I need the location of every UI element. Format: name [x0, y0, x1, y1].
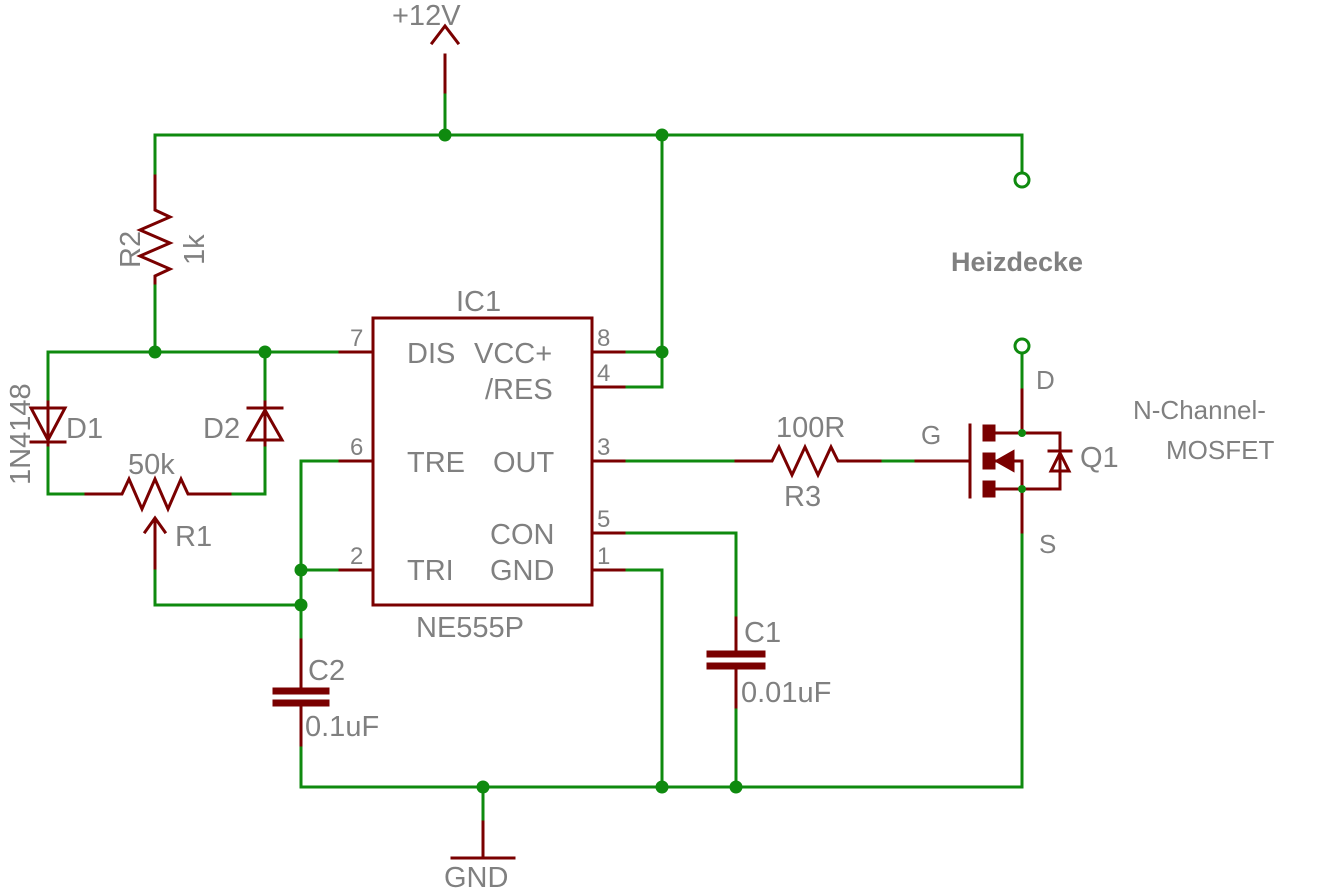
ic-ref: IC1: [456, 286, 501, 318]
r1-ref: R1: [175, 521, 212, 553]
ground-label: GND: [444, 862, 508, 889]
q1-mosfet: [914, 388, 1073, 534]
load-label: Heizdecke: [951, 247, 1083, 277]
r3-ref: R3: [784, 481, 821, 513]
pin-label-tri: TRI: [407, 555, 454, 587]
pin-label-gnd: GND: [490, 555, 554, 587]
q1-ref: Q1: [1080, 442, 1119, 474]
c1-value: 0.01uF: [741, 677, 831, 709]
supply-symbol: [429, 23, 461, 94]
pin-label-vcc: VCC+: [474, 338, 552, 370]
heizdecke-terminals: [1013, 171, 1031, 355]
supply-label: +12V: [392, 0, 461, 32]
d1-ref: D1: [66, 413, 103, 445]
wires: [46, 90, 1024, 824]
pin-number-3: 3: [597, 434, 610, 461]
ic-value: NE555P: [416, 612, 524, 644]
r2-resistor: [136, 174, 174, 285]
pin-number-6: 6: [350, 434, 363, 461]
pin-number-2: 2: [350, 543, 363, 570]
r1-value: 50k: [128, 449, 175, 481]
pin-number-7: 7: [350, 325, 363, 352]
pin-number-1: 1: [597, 543, 610, 570]
q1-drain-label: D: [1036, 365, 1055, 395]
d2-diode: [245, 400, 285, 447]
pin-label-res: /RES: [485, 374, 553, 406]
pin-label-out: OUT: [493, 447, 555, 479]
ne555-ic: [338, 316, 626, 607]
c2-ref: C2: [308, 655, 345, 687]
pin-label-con: CON: [490, 519, 554, 551]
c1-capacitor: [706, 616, 766, 709]
pin-label-tre: TRE: [407, 447, 465, 479]
c1-ref: C1: [744, 617, 781, 649]
pin-number-8: 8: [597, 325, 610, 352]
q1-type-line1: N-Channel-: [1133, 395, 1266, 425]
pin-number-5: 5: [597, 506, 610, 533]
d2-ref: D2: [203, 413, 240, 445]
r3-value: 100R: [776, 412, 845, 444]
pin-label-dis: DIS: [407, 338, 455, 370]
r2-value: 1k: [179, 234, 211, 265]
q1-type-line2: MOSFET: [1166, 435, 1274, 465]
c2-capacitor: [272, 638, 330, 747]
q1-gate-label: G: [921, 420, 941, 450]
d1-value: 1N4148: [5, 383, 37, 485]
r2-ref: R2: [115, 231, 147, 268]
d1-diode: [28, 400, 68, 447]
c2-value: 0.1uF: [305, 711, 379, 743]
pin-number-4: 4: [597, 360, 610, 387]
r1-potentiometer: [84, 475, 232, 570]
junction-dots: [148, 128, 1026, 794]
ground-symbol: [450, 820, 516, 860]
q1-source-label: S: [1039, 529, 1056, 559]
r3-resistor: [734, 443, 882, 479]
